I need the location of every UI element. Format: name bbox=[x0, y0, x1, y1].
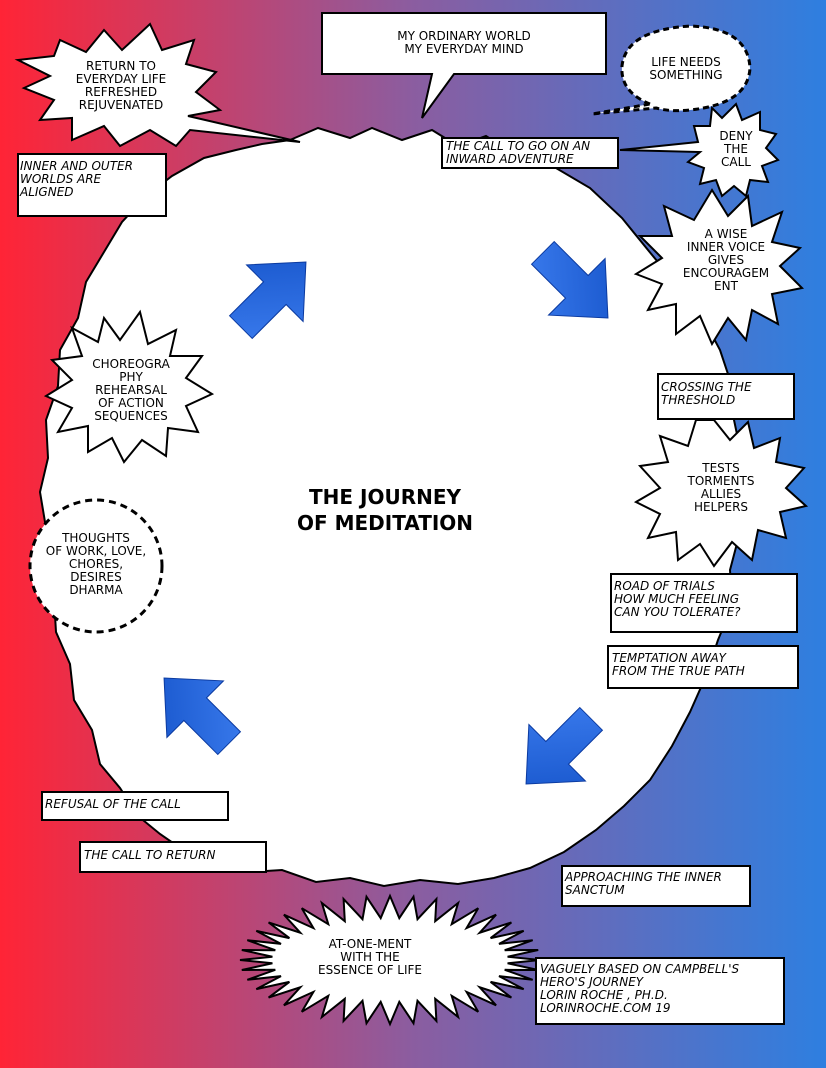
arrow-lower-right bbox=[525, 706, 604, 785]
box-refusal bbox=[41, 791, 229, 821]
caption-ordinary-world: MY ORDINARY WORLD MY EVERYDAY MIND bbox=[397, 29, 531, 56]
box-call-inward bbox=[441, 137, 619, 169]
bubble-thoughts bbox=[28, 498, 164, 634]
caption-inner-outer: INNER AND OUTER WORLDS ARE ALIGNED bbox=[20, 159, 133, 199]
caption-crossing: CROSSING THE THRESHOLD bbox=[661, 380, 752, 407]
caption-refusal: REFUSAL OF THE CALL bbox=[45, 797, 181, 811]
box-inner-outer bbox=[17, 153, 167, 217]
caption-call-inward: THE CALL TO GO ON AN INWARD ADVENTURE bbox=[446, 139, 591, 166]
starburst-at-one-ment bbox=[239, 893, 541, 1027]
starburst-choreography bbox=[43, 309, 215, 464]
diagram-title: THE JOURNEY OF MEDITATION bbox=[296, 485, 474, 535]
caption-approaching: APPROACHING THE INNER SANCTUM bbox=[565, 870, 722, 897]
caption-at-one-ment: AT-ONE-MENT WITH THE ESSENCE OF LIFE bbox=[317, 937, 423, 977]
box-crossing bbox=[657, 373, 795, 420]
arrow-lower-left bbox=[163, 677, 242, 756]
box-temptation bbox=[607, 645, 799, 689]
caption-wise-voice: A WISE INNER VOICE GIVES ENCOURAGEM ENT bbox=[682, 227, 770, 293]
caption-call-return: THE CALL TO RETURN bbox=[84, 848, 216, 862]
caption-thoughts: THOUGHTS OF WORK, LOVE, CHORES, DESIRES … bbox=[45, 531, 147, 597]
arrow-right-down bbox=[530, 240, 609, 319]
box-call-return bbox=[79, 841, 267, 873]
caption-road-trials: ROAD OF TRIALS HOW MUCH FEELING CAN YOU … bbox=[614, 579, 741, 619]
caption-credit: VAGUELY BASED ON CAMPBELL'S HERO'S JOURN… bbox=[540, 962, 740, 1015]
caption-tests: TESTS TORMENTS ALLIES HELPERS bbox=[687, 461, 755, 514]
caption-life-needs: LIFE NEEDS SOMETHING bbox=[649, 55, 723, 82]
box-road-trials bbox=[610, 573, 798, 633]
starburst-tests bbox=[633, 419, 809, 568]
box-credit bbox=[535, 957, 785, 1025]
caption-choreography: CHOREOGRA PHY REHEARSAL OF ACTION SEQUEN… bbox=[92, 357, 170, 423]
starburst-return-everyday bbox=[14, 22, 301, 148]
bubble-life-needs bbox=[591, 24, 752, 116]
box-approaching bbox=[561, 865, 751, 907]
starburst-wise-voice bbox=[633, 188, 805, 347]
caption-deny-call: DENY THE CALL bbox=[719, 129, 753, 169]
arrow-upper-right bbox=[228, 261, 307, 340]
speech-bubble-ordinary bbox=[321, 12, 607, 119]
caption-temptation: TEMPTATION AWAY FROM THE TRUE PATH bbox=[612, 651, 745, 678]
starburst-deny bbox=[619, 102, 780, 198]
caption-return-everyday: RETURN TO EVERYDAY LIFE REFRESHED REJUVE… bbox=[75, 59, 167, 112]
